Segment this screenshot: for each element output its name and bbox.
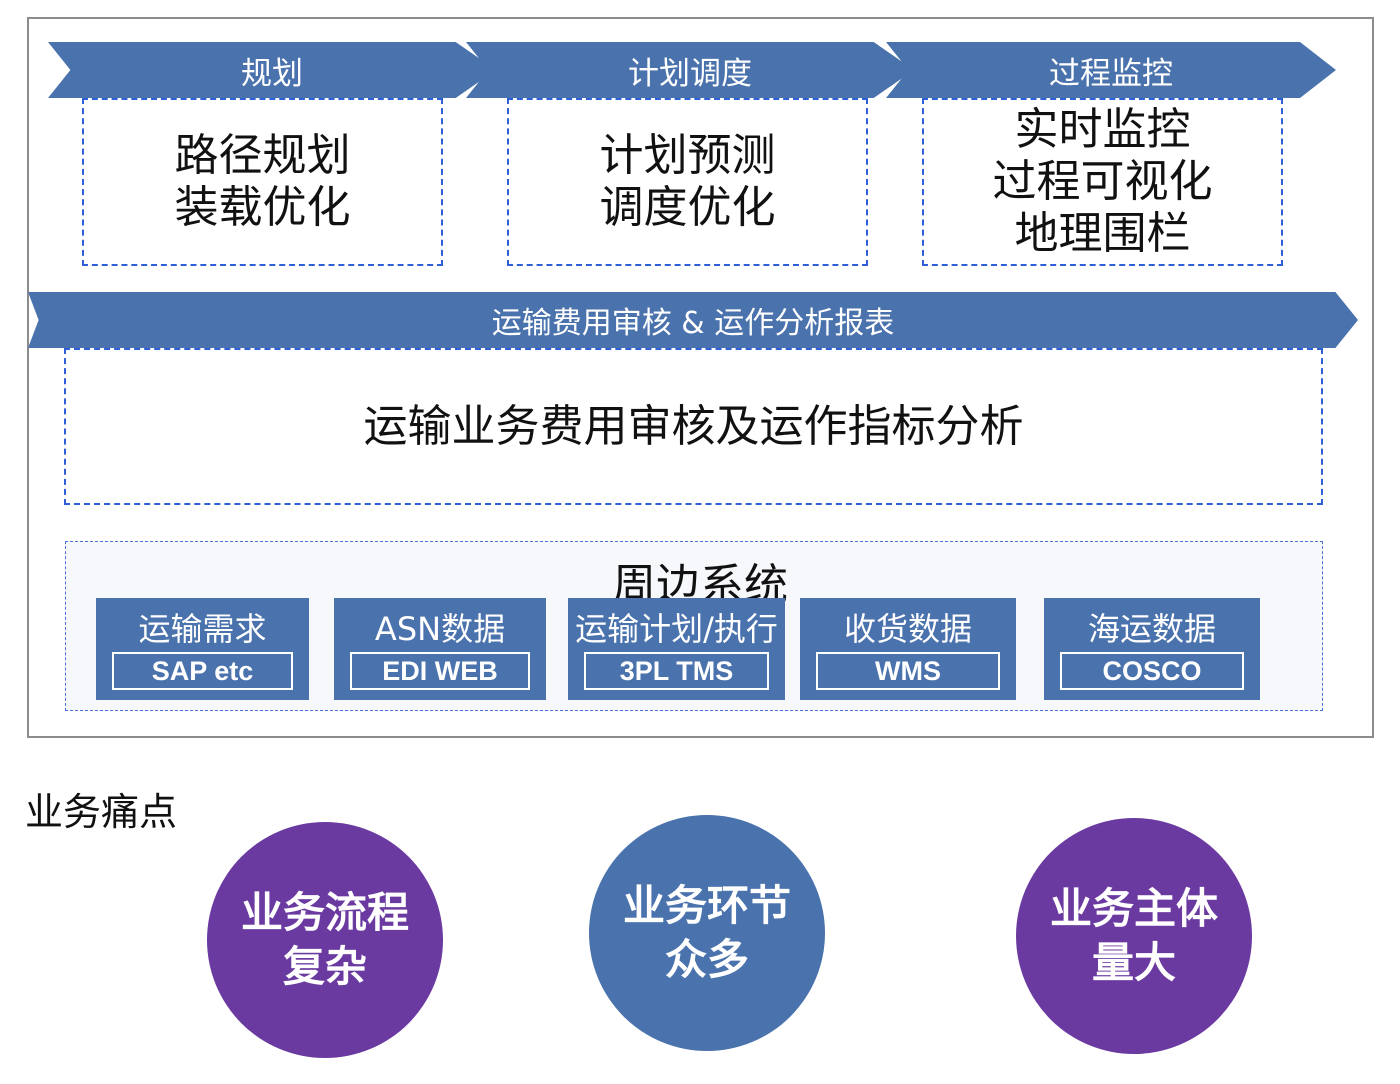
system-name: 海运数据 — [1087, 610, 1216, 648]
analysis-box: 运输业务费用审核及运作指标分析 — [64, 348, 1323, 505]
stage-line: 过程可视化 — [992, 156, 1213, 207]
stage-box-monitoring: 实时监控 过程可视化 地理围栏 — [922, 98, 1283, 266]
pain-point-line: 复杂 — [282, 942, 367, 991]
pain-point-line: 量大 — [1091, 938, 1176, 987]
stage-line: 路径规划 — [174, 130, 351, 181]
pain-point-line: 业务流程 — [240, 888, 409, 937]
system-card-asn-data: ASN数据 EDI WEB — [334, 598, 546, 700]
analysis-banner: 运输费用审核 & 运作分析报表 — [28, 292, 1358, 348]
stage-line: 计划预测 — [599, 130, 776, 181]
stage-box-planning: 路径规划 装载优化 — [82, 98, 443, 266]
pain-point-complex-process: 业务流程 复杂 — [207, 822, 443, 1058]
stage-title: 规划 — [241, 55, 303, 92]
stage-title: 计划调度 — [628, 55, 752, 92]
stage-line: 装载优化 — [174, 182, 351, 233]
pain-point-many-entities: 业务主体 量大 — [1016, 818, 1252, 1054]
system-tag: SAP etc — [112, 652, 293, 690]
pain-point-many-steps: 业务环节 众多 — [589, 815, 825, 1051]
analysis-text: 运输业务费用审核及运作指标分析 — [363, 400, 1024, 452]
system-tag: EDI WEB — [350, 652, 530, 690]
pain-point-line: 众多 — [664, 935, 749, 984]
system-name: ASN数据 — [374, 610, 506, 648]
system-card-ocean-data: 海运数据 COSCO — [1044, 598, 1260, 700]
stage-banner-scheduling: 计划调度 — [466, 42, 914, 98]
stage-line: 调度优化 — [599, 182, 776, 233]
system-card-transport-plan: 运输计划/执行 3PL TMS — [568, 598, 785, 700]
system-tag: COSCO — [1060, 652, 1244, 690]
stage-title: 过程监控 — [1049, 55, 1173, 92]
system-tag: WMS — [816, 652, 1000, 690]
pain-point-line: 业务环节 — [622, 881, 791, 930]
system-tag: 3PL TMS — [584, 652, 769, 690]
stage-box-scheduling: 计划预测 调度优化 — [507, 98, 868, 266]
system-name: 运输需求 — [138, 610, 267, 648]
system-card-receiving-data: 收货数据 WMS — [800, 598, 1016, 700]
stage-line: 实时监控 — [1014, 104, 1191, 155]
system-name: 收货数据 — [843, 610, 972, 648]
system-name: 运输计划/执行 — [575, 610, 778, 648]
architecture-frame — [27, 17, 1374, 738]
stage-banner-monitoring: 过程监控 — [886, 42, 1336, 98]
stage-line: 地理围栏 — [1014, 208, 1191, 259]
stage-banner-planning: 规划 — [48, 42, 496, 98]
pain-point-line: 业务主体 — [1049, 884, 1218, 933]
pain-points-title: 业务痛点 — [25, 790, 178, 834]
analysis-banner-title: 运输费用审核 & 运作分析报表 — [491, 306, 895, 341]
system-card-transport-demand: 运输需求 SAP etc — [96, 598, 309, 700]
